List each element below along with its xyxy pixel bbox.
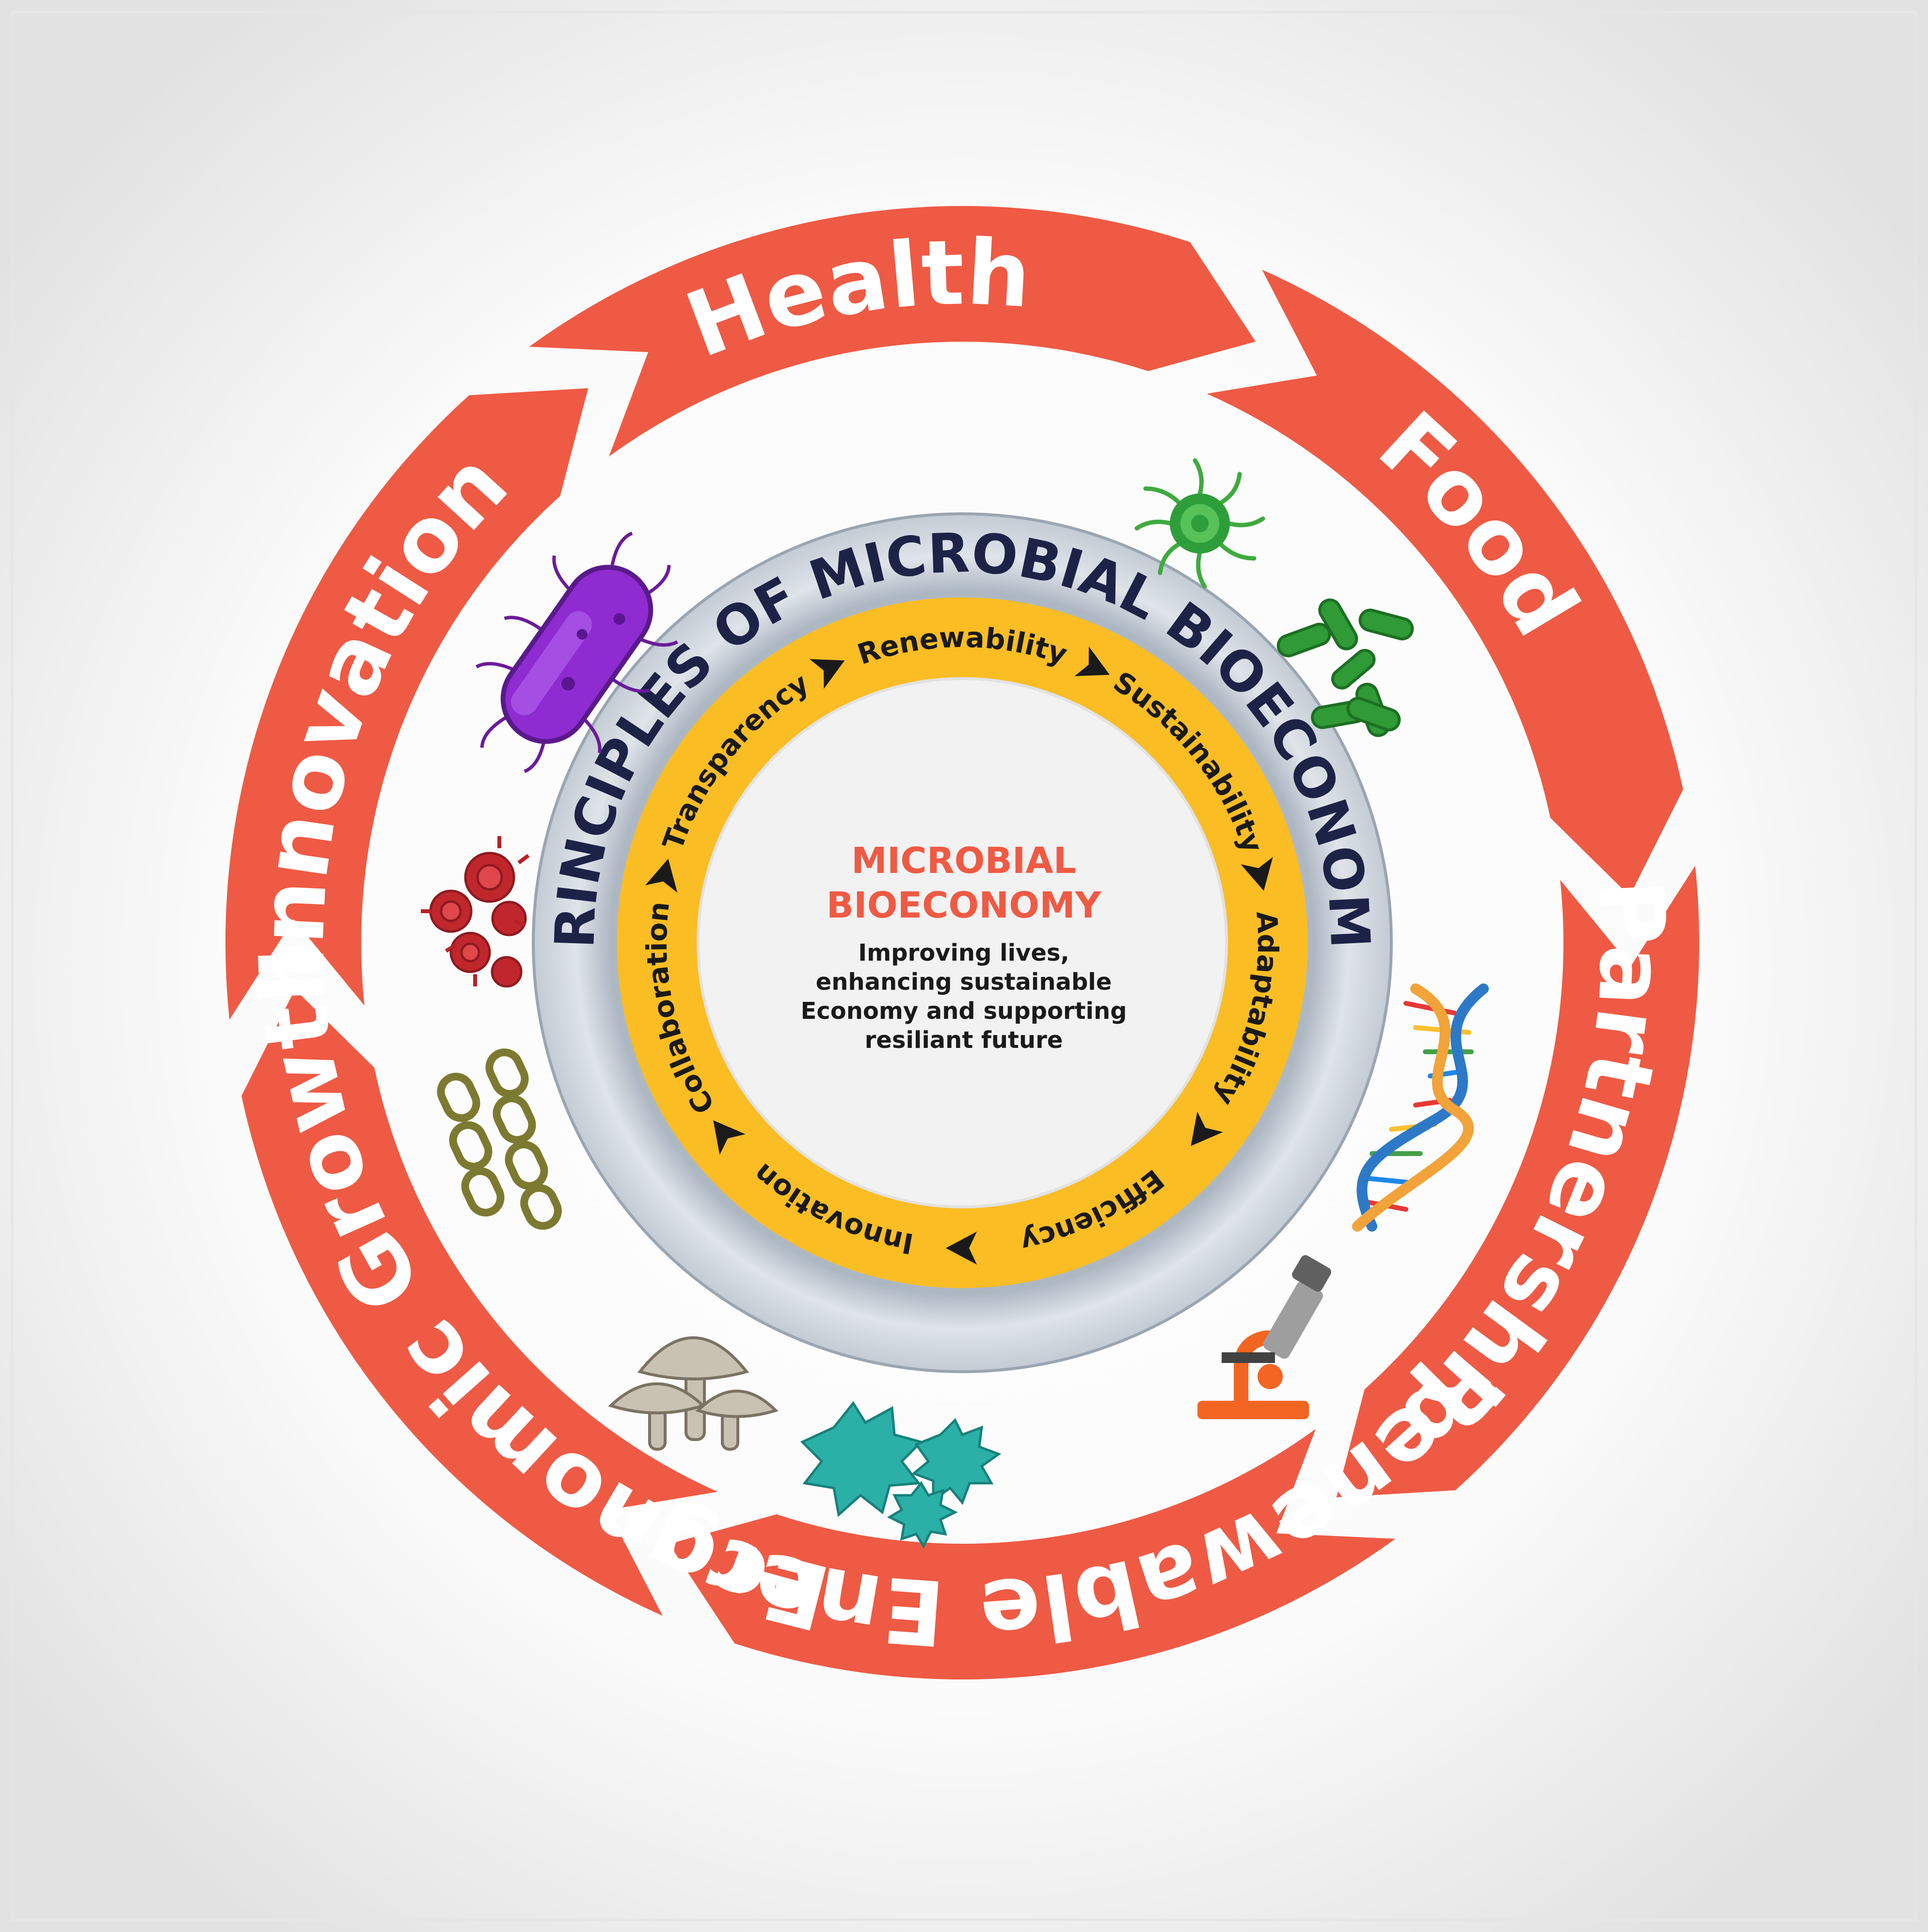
center-subtitle: Improving lives, enhancing sustainable E… xyxy=(800,939,1127,1054)
outer-arrow-food xyxy=(1207,269,1683,896)
mushroom-icon xyxy=(608,1336,779,1451)
olive-chain-bacteria-icon xyxy=(437,1048,562,1230)
center-disc xyxy=(697,677,1228,1208)
outer-arrow-innovation xyxy=(225,388,589,1020)
center-text-block: MICROBIAL BIOECONOMY Improving lives, en… xyxy=(760,839,1167,1055)
outer-arrow-renewable-energy xyxy=(669,1429,1396,1679)
green-virus-icon xyxy=(1134,458,1265,589)
principle-arrow-icon xyxy=(645,858,678,893)
gray-ring-outline xyxy=(532,512,1393,1373)
principle-arrow-icon xyxy=(1241,856,1273,891)
outer-arrow-partnership xyxy=(1336,866,1700,1498)
frame-border xyxy=(11,11,1917,1921)
principle-arrow-icon xyxy=(946,1232,977,1265)
center-title-line1: MICROBIAL xyxy=(851,840,1076,882)
principle-arrow-icon xyxy=(1191,1111,1223,1146)
purple-bacillus-icon xyxy=(476,531,678,773)
outer-arrow-health xyxy=(529,206,1256,457)
principle-arrow-icon xyxy=(1074,646,1110,677)
teal-amoeba-icon xyxy=(800,1401,1002,1549)
dna-helix-icon xyxy=(1352,983,1489,1232)
green-bacteria-cluster-icon xyxy=(1276,598,1414,737)
microscope-icon xyxy=(1197,1255,1331,1419)
principle-arrow-icon xyxy=(713,1120,746,1155)
red-virus-cluster-icon xyxy=(421,836,530,988)
principle-arrow-icon xyxy=(809,659,845,689)
center-title-line2: BIOECONOMY xyxy=(826,885,1101,926)
outer-arrow-economic-growth xyxy=(241,989,718,1616)
